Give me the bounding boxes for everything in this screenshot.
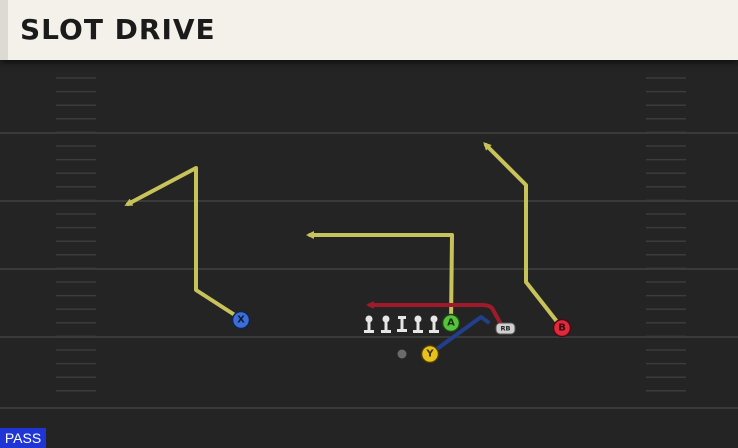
receiver-x[interactable]: X: [231, 310, 251, 330]
lineman-icon: [381, 315, 391, 333]
play-title: SLOT DRIVE: [20, 13, 216, 46]
play-header: SLOT DRIVE: [0, 0, 738, 60]
a-button-icon: [441, 313, 461, 333]
receiver-y-label: Y: [425, 349, 434, 360]
receiver-a[interactable]: A: [441, 313, 461, 333]
route-rb-block: [366, 301, 504, 328]
center-lineman-icon: [397, 316, 407, 332]
lineman-icon: [429, 315, 439, 333]
receiver-y[interactable]: Y: [420, 344, 440, 364]
rb-bumper-icon: [495, 322, 516, 335]
lineman-icon: [413, 315, 423, 333]
receiver-a-label: A: [447, 318, 455, 329]
running-back-label: RB: [501, 325, 511, 333]
quarterback-dot-icon: [397, 349, 407, 359]
receiver-b-label: B: [558, 323, 566, 334]
y-button-icon: [420, 344, 440, 364]
b-button-icon: [552, 318, 572, 338]
play-type-badge: PASS: [0, 428, 46, 448]
route-a-out: [306, 231, 454, 325]
hash-marks: [56, 77, 686, 392]
offensive-line: [364, 315, 439, 333]
route-y-slant: [428, 315, 490, 356]
route-b-fade: [483, 142, 564, 330]
receiver-x-label: X: [237, 315, 245, 326]
lineman-icon: [364, 315, 374, 333]
field: X A B Y RB: [0, 77, 738, 409]
route-x-corner: [124, 166, 243, 321]
receiver-b[interactable]: B: [552, 318, 572, 338]
routes: [124, 142, 564, 356]
header-accent: [0, 0, 8, 60]
running-back[interactable]: RB: [495, 322, 516, 335]
x-button-icon: [231, 310, 251, 330]
yard-lines: [0, 132, 738, 409]
